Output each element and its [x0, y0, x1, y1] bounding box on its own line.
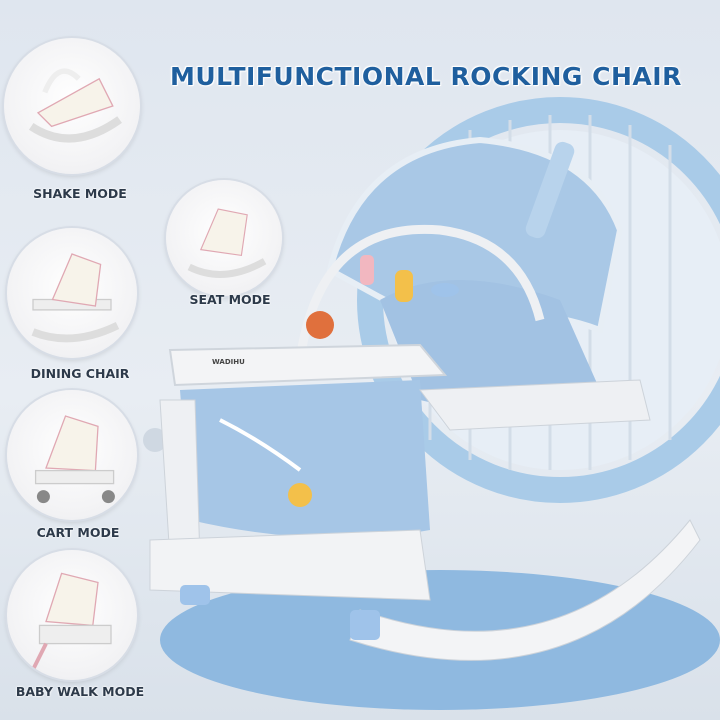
tray [168, 343, 448, 387]
mode-label-shake: SHAKE MODE [33, 186, 127, 201]
page-title: MULTIFUNCTIONAL ROCKING CHAIR [170, 62, 682, 91]
rocker-base [349, 519, 701, 661]
mode-image-dining [7, 228, 137, 358]
brand-logo-text: WADIHU [212, 358, 245, 366]
mode-image-cart [7, 390, 137, 520]
toy-bar [295, 224, 545, 361]
mode-image-seat [166, 180, 282, 296]
mode-label-baby-walk: BABY WALK MODE [15, 684, 145, 699]
frame [159, 399, 201, 561]
mode-image-shake [4, 38, 140, 174]
background-arch [357, 97, 720, 503]
mode-label-dining: DINING CHAIR [30, 366, 130, 381]
mode-label-cart: CART MODE [36, 525, 120, 540]
mode-image-baby-walk [7, 550, 137, 680]
mode-label-seat: SEAT MODE [189, 292, 271, 307]
